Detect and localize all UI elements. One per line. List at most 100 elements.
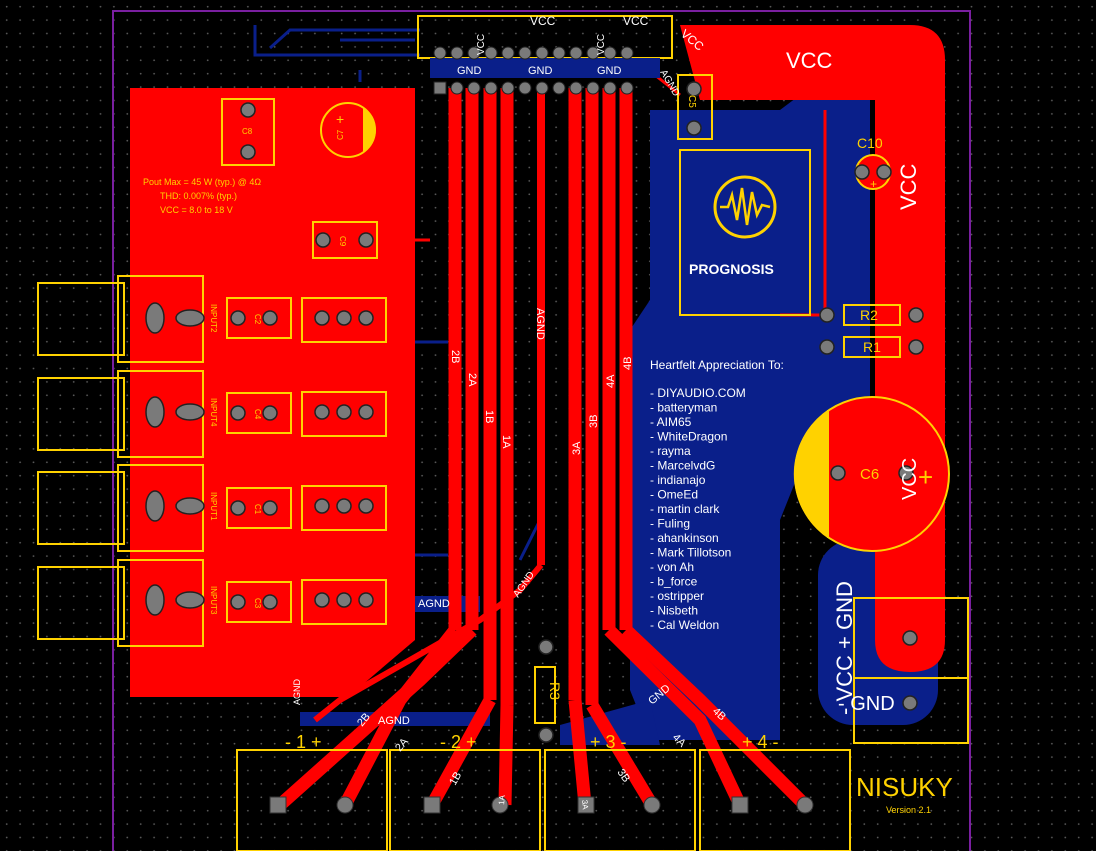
gnd-header-label-2: GND [528, 65, 553, 77]
trace-label-1b-low: 1B [447, 770, 464, 788]
component-pad [230, 594, 246, 610]
component-pad [819, 307, 835, 323]
component-pad [314, 404, 330, 420]
component-pad [240, 102, 256, 118]
header-pin [484, 81, 498, 95]
header-pin [603, 81, 617, 95]
brand-name: NISUKY [856, 772, 953, 802]
c3-label: C3 [253, 598, 262, 609]
header-pin [433, 46, 447, 60]
output-4-label: + 4 - [742, 732, 779, 752]
component-pad [315, 232, 331, 248]
header-pin [484, 46, 498, 60]
appreciation-name: - Fuling [650, 517, 690, 531]
component-pad [358, 404, 374, 420]
header-pin [467, 81, 481, 95]
appreciation-name: - batteryman [650, 401, 717, 415]
jack-pad [175, 403, 205, 421]
trace-label-1a-low: 1A [497, 794, 507, 805]
component-pad [876, 164, 892, 180]
input2-label: INPUT2 [209, 304, 218, 333]
header-pin [450, 46, 464, 60]
brand-version: Version 2.1 [886, 805, 931, 815]
jack-pad [175, 309, 205, 327]
silk-outlines [37, 74, 969, 851]
appreciation-name: - MarcelvdG [650, 459, 715, 473]
component-pad [686, 120, 702, 136]
vcc-header-vertical-1: VCC [476, 34, 487, 55]
spec-thd: THD: 0.007% (typ.) [160, 191, 237, 201]
output-pads [269, 796, 814, 814]
agnd-bottom-label: AGND [378, 715, 410, 727]
output-3-label: + 3 - [590, 732, 627, 752]
appreciation-list: - DIYAUDIO.COM- batteryman- AIM65- White… [650, 386, 746, 632]
jack-pad [145, 490, 165, 522]
header-pin [620, 46, 634, 60]
header-pin [620, 81, 634, 95]
header-pin [535, 81, 549, 95]
appreciation-name: - OmeEd [650, 488, 698, 502]
jack-pad [145, 302, 165, 334]
component-pad [854, 164, 870, 180]
component-pad [230, 310, 246, 326]
logo-text: PROGNOSIS [689, 261, 774, 277]
component-pad [336, 498, 352, 514]
appreciation-name: - Mark Tillotson [650, 546, 731, 560]
trace-label-3a-low: 3A [580, 799, 590, 810]
component-pad [240, 144, 256, 160]
trace-label-1b: 1B [483, 410, 495, 423]
header-pin [603, 46, 617, 60]
component-pad [902, 695, 918, 711]
c1-label: C1 [253, 504, 262, 515]
component-pad [336, 592, 352, 608]
vcc-header-vertical-2: VCC [596, 34, 607, 55]
vcc-c6-label: VCC [899, 458, 921, 500]
header-pin [518, 46, 532, 60]
vcc-header-label-1: VCC [530, 14, 556, 28]
component-pad [314, 592, 330, 608]
component-pad [358, 310, 374, 326]
c7-label: C7 [336, 129, 345, 140]
appreciation-name: - indianajo [650, 473, 706, 487]
component-pad [358, 592, 374, 608]
header-pin [552, 81, 566, 95]
jack-pad [175, 591, 205, 609]
vcc-right-vertical-label: VCC [896, 163, 921, 210]
component-pad [336, 310, 352, 326]
jack-pad [175, 497, 205, 515]
component-pad [262, 405, 278, 421]
input4-label: INPUT4 [209, 398, 218, 427]
c2-label: C2 [253, 314, 262, 325]
appreciation-name: - ahankinson [650, 531, 719, 545]
component-pad [908, 307, 924, 323]
appreciation-name: - DIYAUDIO.COM [650, 386, 746, 400]
svg-text:+: + [870, 177, 877, 191]
appreciation-name: - AIM65 [650, 415, 692, 429]
gnd-header-label-3: GND [597, 65, 622, 77]
agnd-mid-label: AGND [292, 678, 302, 705]
component-pad [262, 500, 278, 516]
header-pin [586, 81, 600, 95]
appreciation-name: - b_force [650, 575, 698, 589]
component-pad [262, 310, 278, 326]
component-pad [358, 232, 374, 248]
component-pad [336, 404, 352, 420]
output-2-label: - 2 + [440, 732, 477, 752]
component-pad [538, 727, 554, 743]
header-pins [433, 46, 634, 95]
c9-label: C9 [338, 236, 347, 247]
trace-label-2a: 2A [466, 373, 478, 387]
svg-text:+: + [336, 111, 344, 127]
header-pin [467, 46, 481, 60]
appreciation-name: - martin clark [650, 502, 720, 516]
appreciation-title: Heartfelt Appreciation To: [650, 358, 784, 372]
header-pin [433, 81, 447, 95]
component-pad [314, 498, 330, 514]
capacitor-c7: + [320, 102, 376, 158]
input1-label: INPUT1 [209, 492, 218, 521]
r2-label: R2 [860, 307, 878, 323]
trace-label-4a: 4A [605, 374, 617, 388]
component-pad [908, 339, 924, 355]
trace-label-2b: 2B [449, 350, 461, 363]
